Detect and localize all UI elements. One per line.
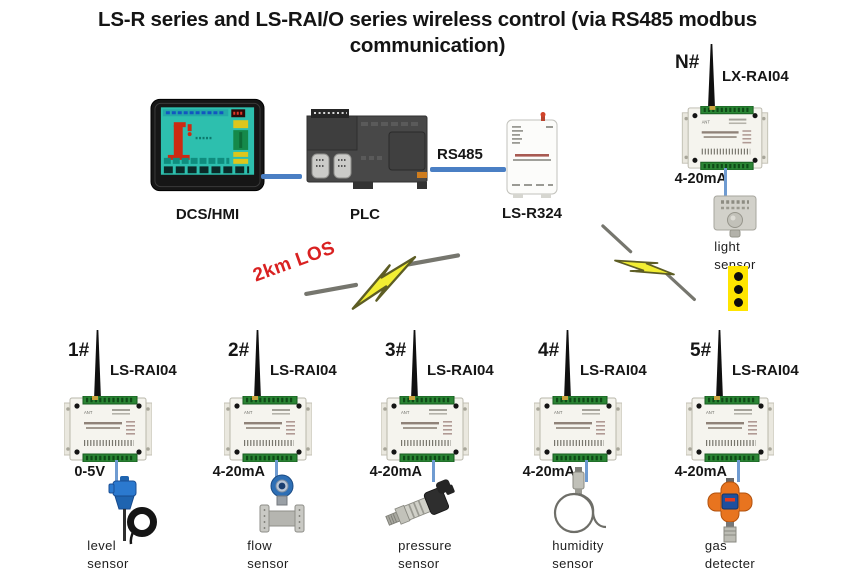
- hmi-plc-wire: [261, 174, 302, 179]
- module-sensor-wire: [585, 460, 588, 482]
- module-sensor-wire: [724, 168, 727, 196]
- antenna-icon: [411, 330, 418, 400]
- rai04-module-icon: [686, 396, 774, 462]
- wireless-gateway-icon: [505, 112, 559, 200]
- device-signal: 4-20mA: [674, 464, 727, 480]
- rai04-module-icon: [381, 396, 469, 462]
- sensor-name-line2: sensor: [552, 556, 594, 570]
- remote-node-signal: 4-20mA: [674, 171, 727, 187]
- ellipsis-dot: [733, 285, 743, 294]
- antenna-icon: [716, 330, 723, 400]
- device-id: 3#: [385, 340, 407, 361]
- device-model: LS-RAI04: [427, 362, 494, 379]
- sensor-name-line2: detecter: [704, 556, 756, 570]
- device-signal: 4-20mA: [522, 464, 575, 480]
- sensor-name-line1: level: [87, 538, 117, 553]
- device-id: 1#: [68, 340, 90, 361]
- remote-node-model: LX-RAI04: [722, 68, 789, 85]
- sensor-name-line1: humidity: [552, 538, 604, 553]
- device-signal: 4-20mA: [212, 464, 265, 480]
- sensor-label: level sensor: [63, 537, 153, 570]
- title-line-1: LS-R series and LS-RAI/O series wireless…: [98, 8, 757, 31]
- antenna-icon: [254, 330, 261, 400]
- gas-detector-icon: [702, 478, 758, 544]
- rai04-module-icon: [534, 396, 622, 462]
- more-devices-ellipsis-icon: [728, 266, 748, 311]
- sensor-name-line1: gas: [704, 538, 728, 553]
- device-signal: 0-5V: [74, 464, 105, 480]
- title-line-2: communication): [349, 34, 506, 58]
- sensor-name-line2: sensor: [87, 556, 129, 570]
- sensor-name-line2: sensor: [398, 556, 440, 570]
- sensor-name-line1: light: [714, 239, 741, 254]
- level-sensor-icon: [100, 476, 160, 546]
- ellipsis-dot: [733, 272, 743, 281]
- flow-sensor-icon: [254, 474, 310, 536]
- device-signal: 4-20mA: [369, 464, 422, 480]
- antenna-icon: [708, 44, 715, 108]
- hmi-label: DCS/HMI: [175, 206, 240, 223]
- sensor-label: gas detecter: [685, 537, 775, 570]
- antenna-icon: [564, 330, 571, 400]
- module-sensor-wire: [432, 460, 435, 482]
- gateway-label: LS-R324: [501, 205, 563, 222]
- device-id: 5#: [690, 340, 712, 361]
- device-model: LS-RAI04: [732, 362, 799, 379]
- module-sensor-wire: [115, 460, 118, 482]
- sensor-label: flow sensor: [223, 537, 313, 570]
- plc-gateway-wire: [430, 167, 506, 172]
- module-sensor-wire: [737, 460, 740, 482]
- rai04-module-icon: [224, 396, 312, 462]
- device-id: 4#: [538, 340, 560, 361]
- antenna-icon: [94, 330, 101, 400]
- sensor-label: pressure sensor: [380, 537, 470, 570]
- device-id: 2#: [228, 340, 250, 361]
- rai04-module-icon: [681, 106, 769, 170]
- sensor-name-line2: sensor: [247, 556, 289, 570]
- pressure-sensor-icon: [380, 475, 467, 539]
- hmi-touch-panel-icon: [150, 98, 265, 192]
- device-model: LS-RAI04: [580, 362, 647, 379]
- humidity-sensor-icon: [548, 467, 608, 537]
- lightning-bolt-icon: [588, 209, 701, 325]
- remote-node-id: N#: [675, 52, 700, 73]
- light-sensor-icon: [712, 194, 758, 238]
- module-sensor-wire: [275, 460, 278, 482]
- sensor-name-line1: flow: [247, 538, 272, 553]
- device-model: LS-RAI04: [110, 362, 177, 379]
- plc-icon: [297, 108, 433, 194]
- rs485-bus-label: RS485: [437, 146, 483, 163]
- diagram-title: LS-R series and LS-RAI/O series wireless…: [0, 7, 855, 59]
- sensor-label: humidity sensor: [533, 537, 623, 570]
- device-model: LS-RAI04: [270, 362, 337, 379]
- rai04-module-icon: [64, 396, 152, 462]
- ellipsis-dot: [733, 298, 743, 307]
- sensor-name-line1: pressure: [398, 538, 452, 553]
- plc-label: PLC: [350, 206, 380, 223]
